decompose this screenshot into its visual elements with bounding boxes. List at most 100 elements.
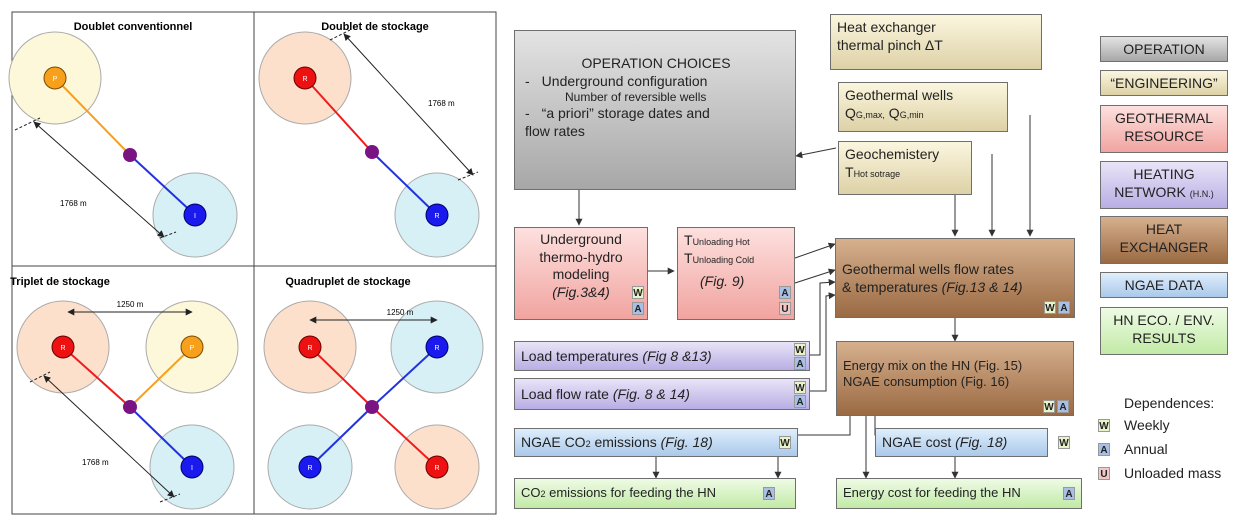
operation-item-dates: “a priori” storage dates and (541, 105, 710, 121)
gwf-line1: Geothermal wells flow rates (842, 261, 1014, 277)
geochemistery-title: Geochemistery (845, 146, 940, 162)
well-p-label: P (53, 76, 58, 83)
heat-exchanger-pinch-box: Heat exchanger thermal pinch ΔT (830, 14, 1042, 70)
q-max-symbol: Q (845, 104, 856, 121)
legend-geo-line1: GEOTHERMAL (1114, 110, 1213, 126)
load-temperatures-figure: (Fig 8 &13) (642, 348, 712, 364)
badge-annual: A (779, 286, 791, 299)
legend-operation: OPERATION (1100, 36, 1228, 62)
distance-label: 1768 m (428, 99, 455, 108)
panel-triplet-de-stockage: Triplet de stockage R P I 1250 m 1768 m (10, 276, 239, 510)
badge-weekly: W (1058, 436, 1070, 449)
ngae-co2-pre: NGAE CO (521, 434, 586, 450)
geothermal-wells-title: Geothermal wells (845, 87, 954, 103)
legend-heat-hn: (H.N.) (1189, 188, 1214, 199)
unloading-temperatures-box: TUnloading Hot TUnloading Cold (Fig. 9) … (677, 227, 795, 320)
load-flow-rate-figure: (Fig. 8 & 14) (612, 386, 690, 402)
well-r-label: R (434, 465, 439, 472)
geothermal-flow-rates-box: Geothermal wells flow rates & temperatur… (835, 238, 1075, 318)
panel-doublet-de-stockage: Doublet de stockage R R 1768 m (258, 21, 480, 258)
legend-geothermal-resource: GEOTHERMAL RESOURCE (1100, 105, 1228, 153)
badge-annual: A (763, 487, 775, 500)
energy-mix-box: Energy mix on the HN (Fig. 15) NGAE cons… (836, 341, 1074, 416)
energy-mix-line1: Energy mix on the HN (Fig. 15) (843, 358, 1023, 373)
co2-emissions-feeding-box: CO2 emissions for feeding the HN A (514, 478, 796, 509)
load-flow-rate-label: Load flow rate (521, 386, 609, 402)
badge-weekly: W (632, 286, 644, 299)
legend-heat-exchanger: HEAT EXCHANGER (1100, 216, 1228, 264)
badge-annual: A (1063, 487, 1075, 500)
panel-title: Doublet de stockage (321, 21, 429, 33)
distance-label: 1250 m (387, 308, 414, 317)
panel-title: Quadruplet de stockage (285, 276, 410, 288)
dependence-annual: Annual (1124, 441, 1168, 457)
panel-title: Triplet de stockage (10, 276, 110, 288)
t-hot-symbol: T (845, 163, 854, 180)
badge-annual: A (794, 395, 806, 408)
bullet-dash: - (525, 72, 530, 89)
well-r-label: R (302, 76, 307, 83)
co2-feed-pre: CO (521, 485, 541, 500)
dependence-unloaded-mass: Unloaded mass (1124, 465, 1222, 481)
legend-hx-line1: HEAT (1145, 221, 1183, 237)
ngae-co2-sub: 2 (585, 439, 591, 449)
legend-engineering: “ENGINEERING” (1100, 70, 1228, 96)
well-r-label: R (434, 345, 439, 352)
panel-doublet-conventionnel: Doublet conventionnel P I 1768 m (8, 21, 238, 258)
operation-item-config-detail: Number of reversible wells (565, 90, 707, 104)
operation-choices-title: OPERATION CHOICES (581, 55, 731, 71)
legend-hn-line1: HN ECO. / ENV. (1113, 312, 1215, 328)
legend-heat-line2: NETWORK (1114, 183, 1186, 200)
badge-annual: A (1058, 301, 1070, 314)
legend-hn-line2: RESULTS (1132, 329, 1196, 346)
gwf-line2: & temperatures (842, 278, 938, 295)
distance-label: 1250 m (117, 300, 144, 309)
ngae-cost-label: NGAE cost (882, 434, 952, 450)
legend-heat-line1: HEATING (1133, 166, 1195, 182)
badge-weekly: W (794, 343, 806, 356)
load-temperatures-label: Load temperatures (521, 348, 639, 364)
legend-heating-network: HEATING NETWORK (H.N.) (1100, 161, 1228, 209)
heat-exchanger-pinch-line2: thermal pinch ΔT (837, 36, 943, 53)
t-unloading-cold-sub: Unloading Cold (692, 254, 755, 265)
energy-cost-label: Energy cost for feeding the HN (843, 485, 1021, 500)
q-min-symbol: Q (888, 104, 900, 121)
heat-exchanger-pinch-line1: Heat exchanger (837, 19, 936, 35)
panel-quadruplet-de-stockage: Quadruplet de stockage R R R R 1250 m (263, 276, 484, 510)
uth-line2: thermo-hydro (539, 248, 623, 265)
flow-arrows (575, 115, 1034, 479)
t-hot-sub: Hot sotrage (853, 168, 901, 179)
ngae-co2-figure: (Fig. 18) (660, 434, 713, 450)
well-i-label: I (191, 465, 193, 472)
underground-thermo-hydro-box: Underground thermo-hydro modeling (Fig.3… (514, 227, 648, 320)
badge-annual: A (632, 302, 644, 315)
legend-hn-results: HN ECO. / ENV. RESULTS (1100, 307, 1228, 355)
co2-feed-sub: 2 (540, 489, 546, 499)
well-r-label: R (60, 345, 65, 352)
t-unloading-hot-symbol: T (684, 232, 693, 248)
load-flow-rate-box: Load flow rate (Fig. 8 & 14) W A (514, 378, 810, 410)
badge-annual: A (794, 357, 806, 370)
legend-geo-line2: RESOURCE (1124, 127, 1204, 144)
badge-weekly: W (779, 436, 791, 449)
geochemistery-box: Geochemistery THot sotrage (838, 141, 972, 195)
operation-item-dates-cont: flow rates (525, 122, 585, 139)
uth-line1: Underground (540, 231, 622, 247)
q-min-sub: G,min (899, 109, 924, 120)
energy-mix-line2: NGAE consumption (Fig. 16) (843, 374, 1010, 390)
legend-ngae-data: NGAE DATA (1100, 272, 1228, 298)
badge-unloaded: U (779, 302, 791, 315)
well-p-label: P (190, 345, 195, 352)
geothermal-wells-box: Geothermal wells QG,max, QG,min (838, 82, 1008, 132)
t-unloading-cold-symbol: T (684, 249, 693, 266)
uth-figure: (Fig.3&4) (552, 283, 610, 300)
operation-choices-box: OPERATION CHOICES -Underground configura… (514, 30, 796, 190)
ngae-co2-post: emissions (590, 434, 657, 450)
load-temperatures-box: Load temperatures (Fig 8 &13) W A (514, 341, 810, 371)
well-i-label: I (194, 213, 196, 220)
well-r-label: R (307, 465, 312, 472)
ngae-cost-figure: (Fig. 18) (955, 434, 1008, 450)
bullet-dash: - (525, 105, 530, 121)
